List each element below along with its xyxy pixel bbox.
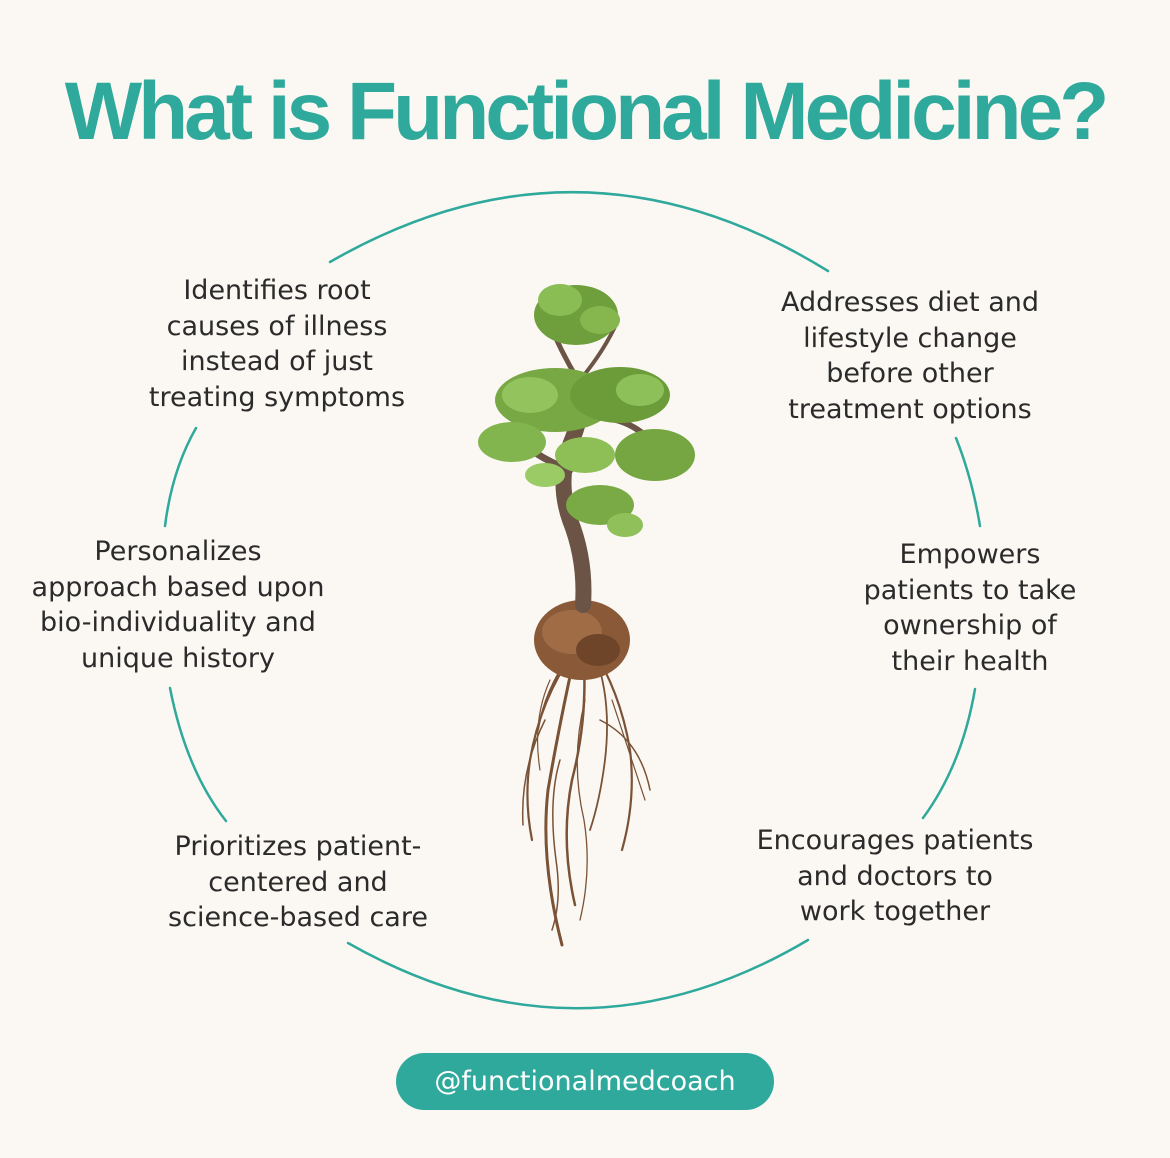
tree-illustration xyxy=(478,284,695,947)
circle-arcs xyxy=(163,191,982,1010)
social-handle-button[interactable]: @functionalmedcoach xyxy=(396,1053,774,1110)
point-personalized: Personalizes approach based upon bio-ind… xyxy=(31,536,325,674)
arc-lower-left xyxy=(168,686,228,823)
point-collaboration: Encourages patients and doctors to work … xyxy=(756,825,1034,927)
arc-top xyxy=(328,191,830,273)
arc-lower-right xyxy=(921,687,977,820)
arc-upper-left xyxy=(163,426,198,528)
point-diet-lifestyle: Addresses diet and lifestyle change befo… xyxy=(780,287,1039,425)
arc-upper-right xyxy=(954,436,982,528)
page-title: What is Functional Medicine? xyxy=(64,66,1110,157)
point-patient-centered: Prioritizes patient- centered and scienc… xyxy=(168,831,428,933)
arc-bottom xyxy=(346,938,810,1010)
point-empowers-patients: Empowers patients to take ownership of t… xyxy=(863,539,1077,677)
tree-foliage xyxy=(478,284,695,537)
tree-roots xyxy=(521,638,651,947)
point-root-causes: Identifies root causes of illness instea… xyxy=(148,275,406,413)
